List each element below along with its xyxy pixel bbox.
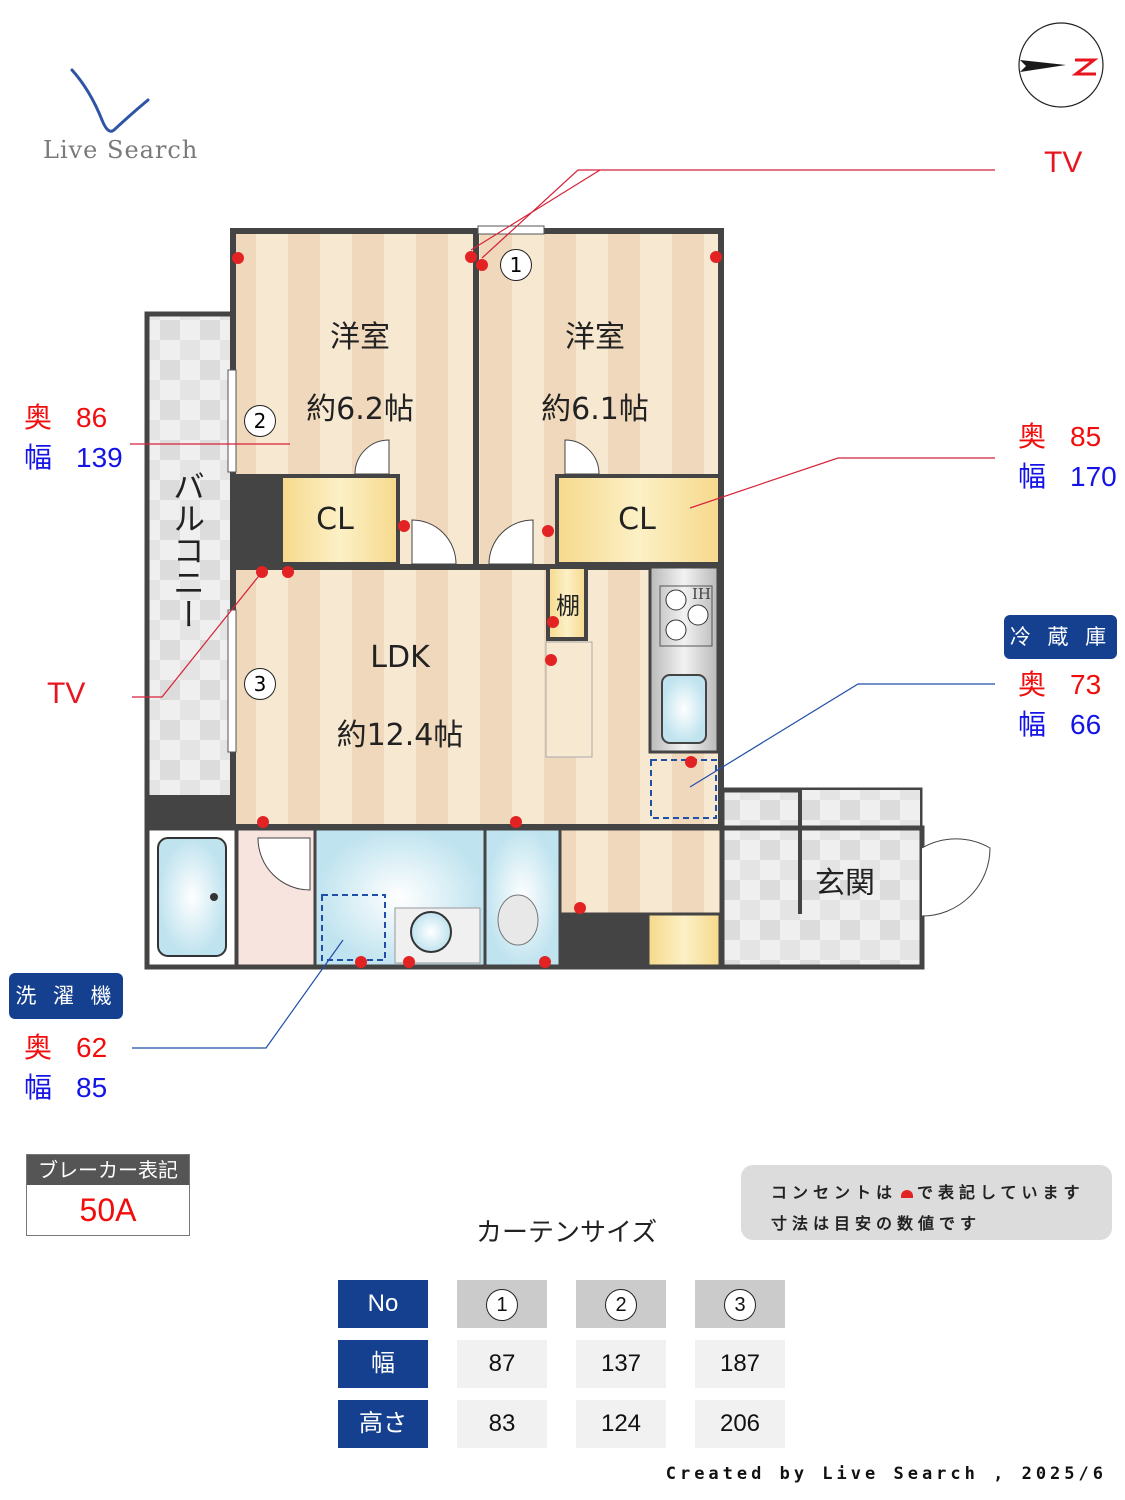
legend-note: コンセントはで表記しています 寸法は目安の数値です: [741, 1165, 1112, 1240]
compass: [1018, 22, 1104, 108]
entrance-label: 玄関: [815, 866, 875, 901]
curtain-table-title: カーテンサイズ: [476, 1218, 658, 1248]
room-western-2-size: 約6.1帖: [541, 392, 649, 427]
v-swoosh-logo-icon: [70, 68, 150, 133]
stove-label: IH: [692, 585, 712, 603]
col-2-no: 2: [576, 1280, 666, 1328]
breaker-box: ブレーカー表記 50A: [26, 1154, 190, 1236]
compass-north-arrow-icon: [1018, 22, 1104, 108]
tv-label-left: TV: [47, 677, 86, 710]
col-2-width: 137: [576, 1340, 666, 1388]
logo-text: Live Search: [43, 136, 199, 164]
footer-credit: Created by Live Search , 2025/6: [665, 1464, 1107, 1484]
col-3-width: 187: [695, 1340, 785, 1388]
closet-2-label: CL: [618, 502, 656, 537]
col-3-no: 3: [695, 1280, 785, 1328]
outlet-icon: [901, 1189, 914, 1198]
col-1-no: 1: [457, 1280, 547, 1328]
col-1-width: 87: [457, 1340, 547, 1388]
header-no: No: [338, 1280, 428, 1328]
col-3-height: 206: [695, 1400, 785, 1448]
washing-machine-tag: 洗 濯 機: [9, 973, 123, 1019]
col-2-height: 124: [576, 1400, 666, 1448]
breaker-value: 50A: [79, 1192, 137, 1228]
window-marker-2: 2: [244, 405, 276, 437]
breaker-title: ブレーカー表記: [27, 1155, 189, 1185]
window-marker-1: 1: [500, 249, 532, 281]
ldk-size: 約12.4帖: [336, 718, 464, 753]
refrigerator-tag: 冷 蔵 庫: [1004, 615, 1117, 659]
room-western-1-size: 約6.2帖: [306, 392, 414, 427]
shelf-label: 棚: [556, 592, 580, 620]
header-height: 高さ: [338, 1400, 428, 1448]
balcony-label: バルコニー: [168, 470, 206, 630]
col-1-height: 83: [457, 1400, 547, 1448]
closet-1-label: CL: [316, 502, 354, 537]
room-western-2-name: 洋室: [565, 320, 625, 355]
room-western-1-name: 洋室: [330, 320, 390, 355]
header-width: 幅: [338, 1340, 428, 1388]
tv-label-top: TV: [1044, 146, 1083, 179]
logo: Live Search: [40, 60, 210, 170]
window-marker-3: 3: [244, 668, 276, 700]
floor-plan: [130, 169, 995, 1049]
ldk-name: LDK: [370, 640, 430, 675]
